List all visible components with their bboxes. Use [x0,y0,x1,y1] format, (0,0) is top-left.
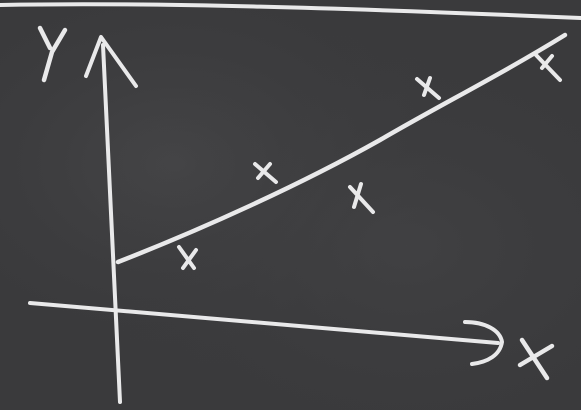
y-axis [101,43,122,404]
x-axis [28,301,500,345]
point-4 [415,76,441,100]
point-5 [534,53,562,82]
regression-line [115,32,568,265]
y-axis-label-glyph [37,25,68,83]
y-axis-arrowhead [84,35,138,88]
x-axis-arrowhead [463,320,504,366]
point-2 [253,162,278,184]
board-top-edge-line [0,2,581,20]
x-axis-label-glyph [517,337,555,381]
point-1 [177,245,198,270]
point-3 [348,182,375,214]
